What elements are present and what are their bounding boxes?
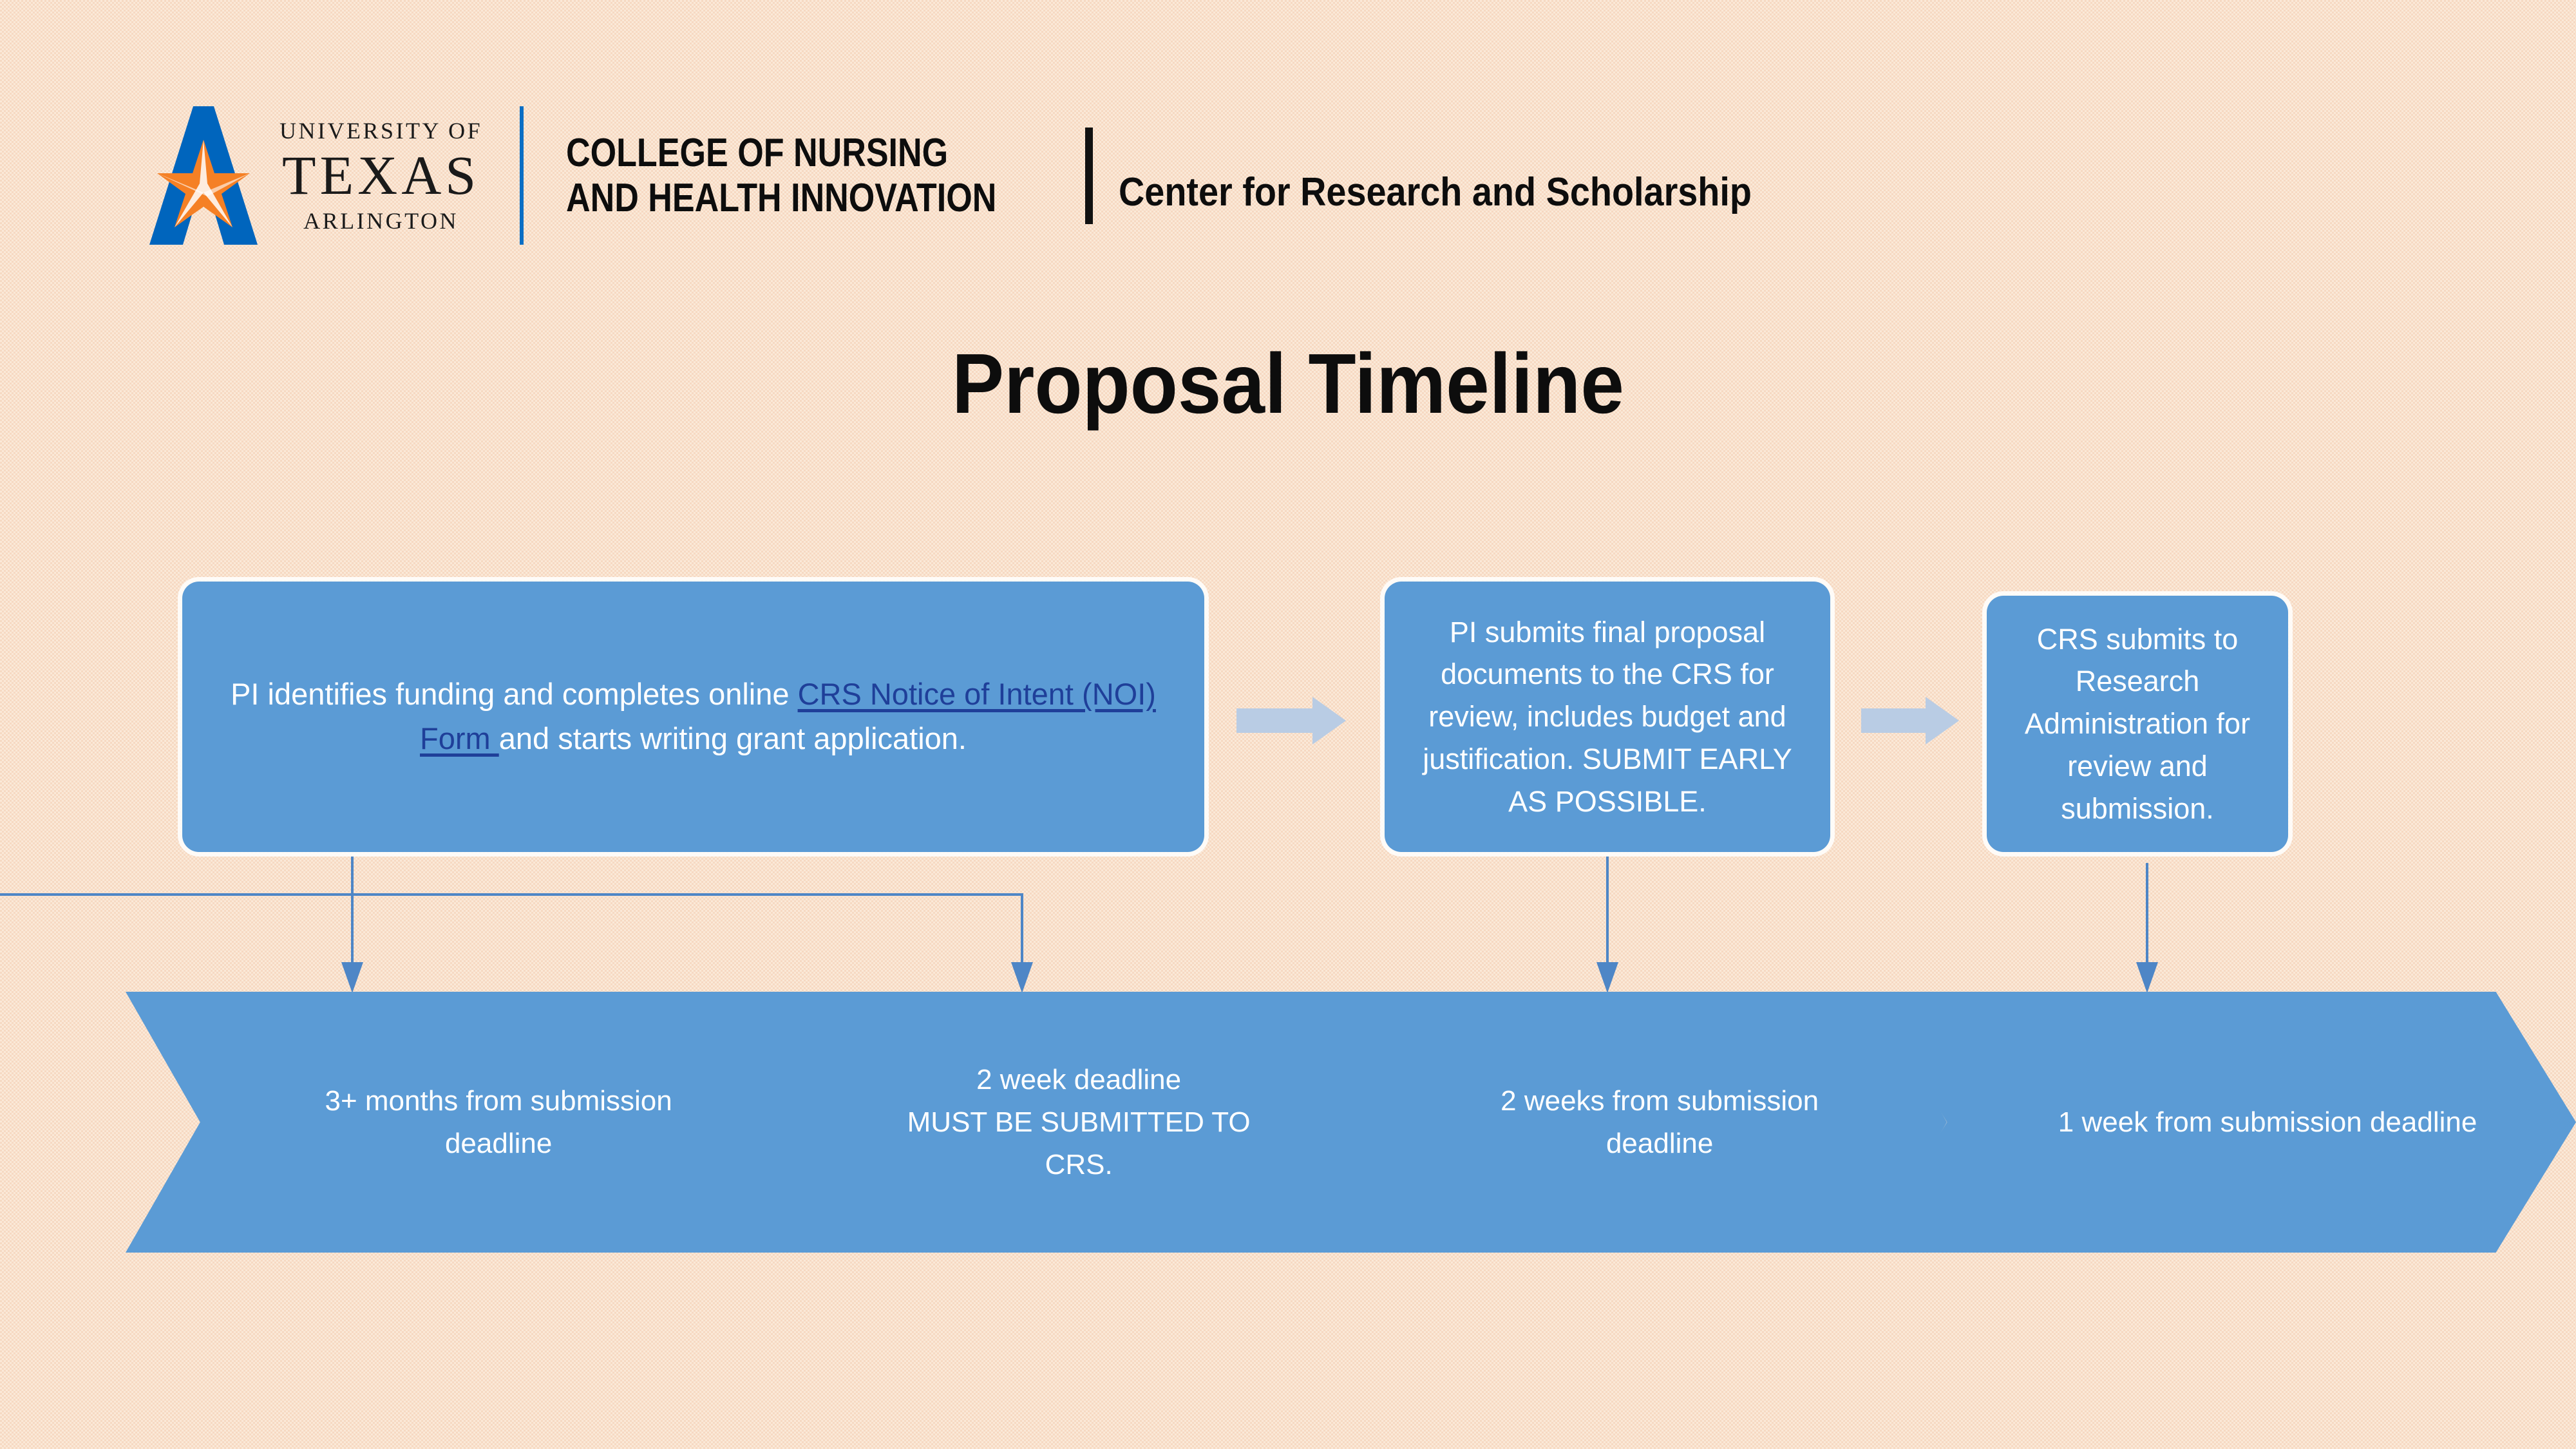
chevron-4-text: 1 week from submission deadline xyxy=(2048,1101,2488,1144)
connector-line-box2-to-chev3 xyxy=(1606,857,1609,976)
center-name: Center for Research and Scholarship xyxy=(1118,170,1752,214)
chevron-1-text: 3+ months from submission deadline xyxy=(294,1080,703,1165)
right-arrow-icon-box2-to-box3 xyxy=(1861,697,1959,744)
crs-noi-form-link[interactable]: CRS Notice of Intent (NOI) Form xyxy=(420,677,1156,755)
down-arrow-icon-box2-to-chev3 xyxy=(1596,962,1618,993)
chevron-1-line1: 3+ months from submission deadline xyxy=(325,1084,672,1159)
chevron-3-text: 2 weeks from submission deadline xyxy=(1455,1080,1864,1165)
connector-line-box3-to-chev4 xyxy=(2146,863,2148,976)
uta-wordmark-line1: UNIVERSITY OF xyxy=(279,117,483,144)
process-box-1-text: PI identifies funding and completes onli… xyxy=(182,672,1204,761)
down-arrow-icon-box3-to-chev4 xyxy=(2136,962,2158,993)
chevron-3-line1: 2 weeks from submission deadline xyxy=(1501,1084,1819,1159)
timeline-chevron-2-week-deadline: 2 week deadline MUST BE SUBMITTED TO CRS… xyxy=(706,992,1366,1253)
connector-line-vertical-to-chev2 xyxy=(1021,893,1023,976)
process-box-1-text-before: PI identifies funding and completes onli… xyxy=(231,677,798,712)
logo-divider-rule xyxy=(520,106,524,245)
down-arrow-icon-to-chev2 xyxy=(1011,962,1033,993)
uta-wordmark: UNIVERSITY OF TEXAS ARLINGTON xyxy=(279,119,482,232)
college-name-line2: AND HEALTH INNOVATION xyxy=(566,175,997,220)
page-header: UNIVERSITY OF TEXAS ARLINGTON COLLEGE OF… xyxy=(0,0,2576,245)
page-title: Proposal Timeline xyxy=(952,336,1624,431)
uta-logo-lockup: UNIVERSITY OF TEXAS ARLINGTON COLLEGE OF… xyxy=(149,106,1822,245)
right-arrow-icon-box1-to-box2 xyxy=(1236,697,1346,744)
chevron-2-line2: MUST BE SUBMITTED TO CRS. xyxy=(907,1106,1251,1180)
process-box-submit-final-proposal: PI submits final proposal documents to t… xyxy=(1385,582,1830,852)
college-name: COLLEGE OF NURSING AND HEALTH INNOVATION xyxy=(566,106,996,245)
timeline-chevron-2-weeks: 2 weeks from submission deadline xyxy=(1287,992,1947,1253)
connector-line-horizontal-to-chev2 xyxy=(0,893,1023,896)
process-box-2-text: PI submits final proposal documents to t… xyxy=(1423,615,1792,818)
arrow-head xyxy=(1926,697,1959,744)
process-box-3-text: CRS submits to Research Administration f… xyxy=(2024,622,2251,825)
chevron-2-line1: 2 week deadline xyxy=(976,1063,1182,1095)
chevron-2-text: 2 week deadline MUST BE SUBMITTED TO CRS… xyxy=(874,1059,1283,1186)
timeline-chevron-1-week: 1 week from submission deadline xyxy=(1867,992,2576,1253)
connector-line-box1-to-chev1 xyxy=(351,857,354,976)
process-box-crs-submits-research-admin: CRS submits to Research Administration f… xyxy=(1987,596,2288,852)
chevron-4-line1: 1 week from submission deadline xyxy=(2058,1106,2477,1138)
arrow-head xyxy=(1312,697,1346,744)
process-box-1-text-after: and starts writing grant application. xyxy=(498,721,967,755)
process-box-identify-funding: PI identifies funding and completes onli… xyxy=(182,582,1204,852)
timeline-chevron-3-months: 3+ months from submission deadline xyxy=(126,992,786,1253)
uta-wordmark-line2: TEXAS xyxy=(282,144,480,206)
down-arrow-icon-box1-to-chev1 xyxy=(341,962,363,993)
uta-a-star-logo-icon xyxy=(149,106,258,245)
college-name-line1: COLLEGE OF NURSING xyxy=(566,131,949,176)
arrow-shaft xyxy=(1236,708,1312,733)
center-divider-rule xyxy=(1084,127,1093,224)
arrow-shaft xyxy=(1861,708,1926,733)
uta-wordmark-line3: ARLINGTON xyxy=(303,207,459,234)
